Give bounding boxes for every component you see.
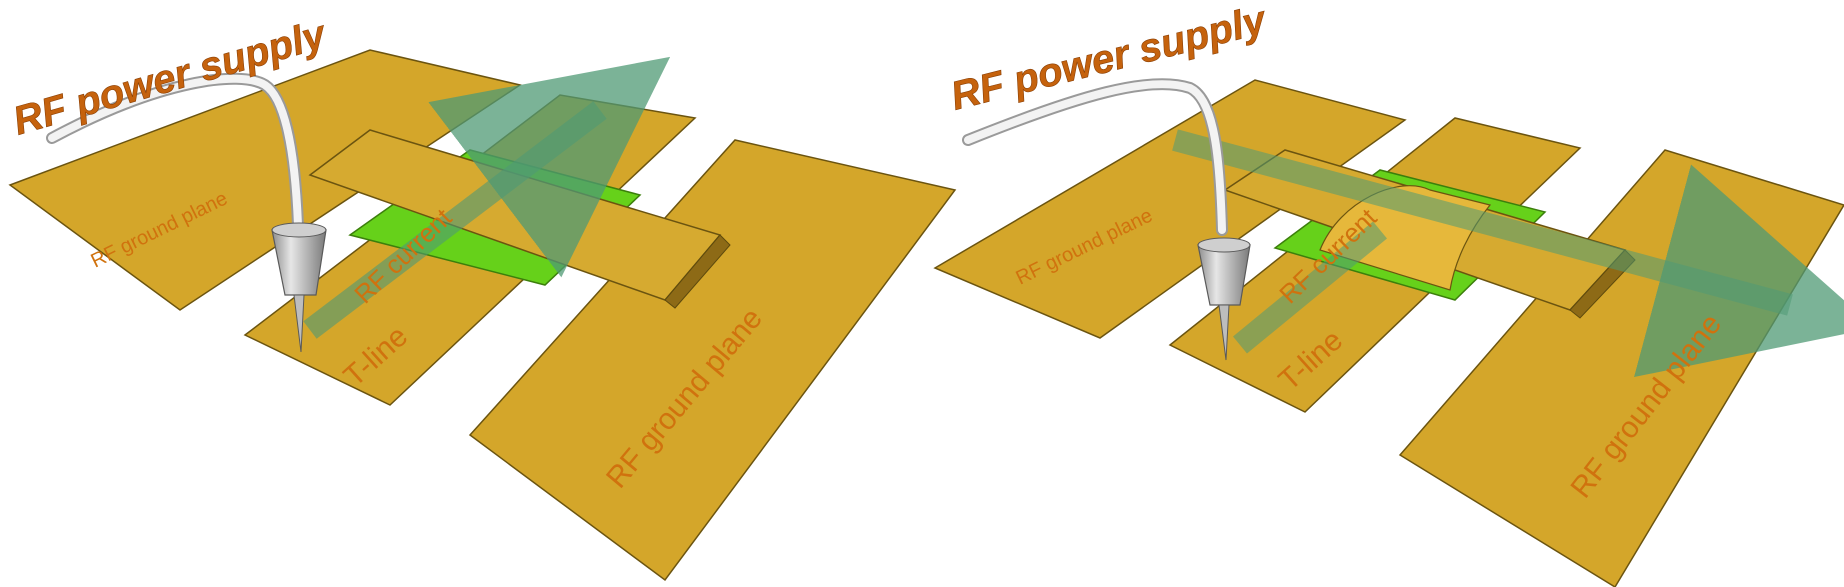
right-panel: RF power supply RF ground plane T-line R… [933, 0, 1844, 587]
rf-current-arrow [303, 56, 671, 339]
left-panel: RF power supply RF ground plane T-line R… [8, 12, 957, 582]
probe-needle [293, 294, 305, 353]
probe-needle [1218, 304, 1230, 361]
bridge-fold [664, 234, 731, 309]
ground-plane-small [933, 79, 1407, 339]
rf-current-arrow-vertical [1233, 221, 1387, 354]
rf-current-arrow-horizontal [1172, 129, 1844, 378]
probe-cone [271, 229, 327, 296]
